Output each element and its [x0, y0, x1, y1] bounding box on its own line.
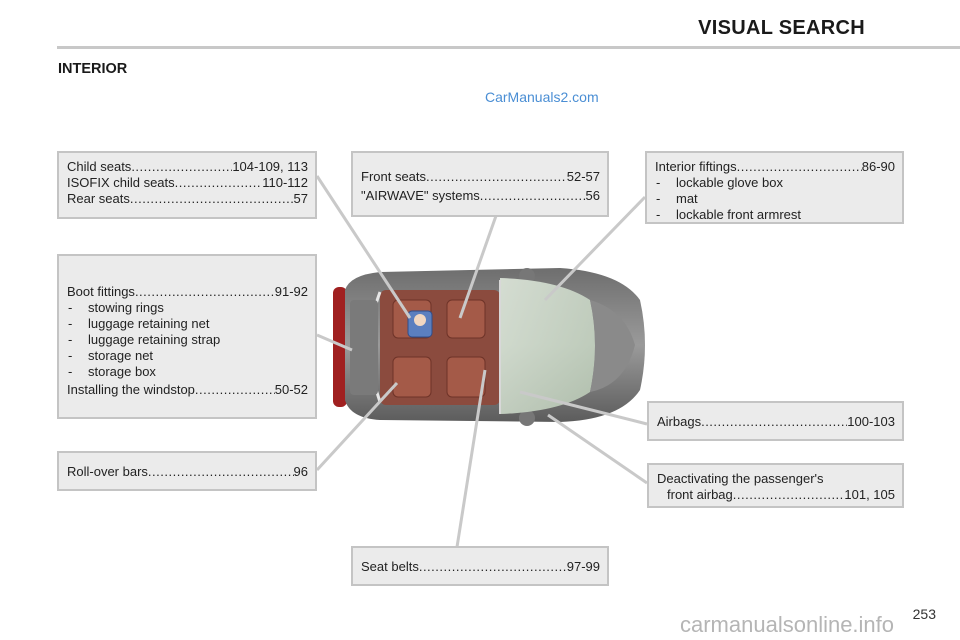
list-item: -luggage retaining strap	[68, 332, 221, 347]
front-seat-icon	[446, 356, 486, 398]
seat-belts-box: Seat belts97-99	[351, 546, 609, 586]
airwave-row: "AIRWAVE" systems56	[361, 188, 600, 204]
front-airbag-row: front airbag101, 105	[657, 487, 895, 503]
page-header-title: VISUAL SEARCH	[698, 17, 865, 39]
boot-fittings-box: Boot fittings91-92 -stowing rings -lugga…	[57, 254, 317, 419]
watermark-bottom: carmanualsonline.info	[680, 612, 895, 637]
rear-seats-row: Rear seats57	[67, 191, 308, 207]
rear-seat-icon	[392, 356, 432, 398]
interior-fittings-box: Interior fiftings86-90 -lockable glove b…	[645, 151, 904, 224]
list-item: -mat	[656, 191, 698, 206]
list-item: -stowing rings	[68, 300, 164, 315]
front-seat-icon	[446, 299, 486, 339]
list-item: -storage net	[68, 348, 154, 363]
deactivating-line: Deactivating the passenger's	[657, 471, 824, 486]
leader-lines	[315, 175, 648, 548]
isofix-row: ISOFIX child seats110-112	[67, 175, 308, 191]
list-item: -storage box	[68, 364, 156, 379]
list-item: -lockable glove box	[656, 175, 783, 190]
seat-belts-row: Seat belts97-99	[361, 559, 600, 575]
airbags-box: Airbags100-103	[647, 401, 904, 441]
windscreen-icon	[500, 278, 595, 414]
rollover-row: Roll-over bars96	[67, 464, 308, 480]
boot-fittings-row: Boot fittings91-92	[67, 284, 308, 300]
list-item: -lockable front armrest	[656, 207, 801, 222]
mirror-icon	[519, 410, 535, 426]
rear-light-icon	[333, 287, 347, 407]
front-seats-row: Front seats52-57	[361, 169, 600, 185]
list-item: -luggage retaining net	[68, 316, 210, 331]
rollover-bars-box: Roll-over bars96	[57, 451, 317, 491]
header-divider	[57, 46, 960, 49]
section-title: INTERIOR	[58, 61, 128, 77]
interior-fittings-row: Interior fiftings86-90	[655, 159, 895, 175]
airbags-row: Airbags100-103	[657, 414, 895, 430]
front-seats-box: Front seats52-57 "AIRWAVE" systems56	[351, 151, 609, 217]
deactivating-airbag-box: Deactivating the passenger's front airba…	[647, 463, 904, 508]
child-seats-row: Child seats104-109, 113	[67, 159, 308, 175]
windstop-row: Installing the windstop50-52	[67, 382, 308, 398]
child-seats-box: Child seats104-109, 113 ISOFIX child sea…	[57, 151, 317, 219]
page-number: 253	[912, 606, 936, 622]
watermark-top: CarManuals2.com	[485, 89, 599, 105]
